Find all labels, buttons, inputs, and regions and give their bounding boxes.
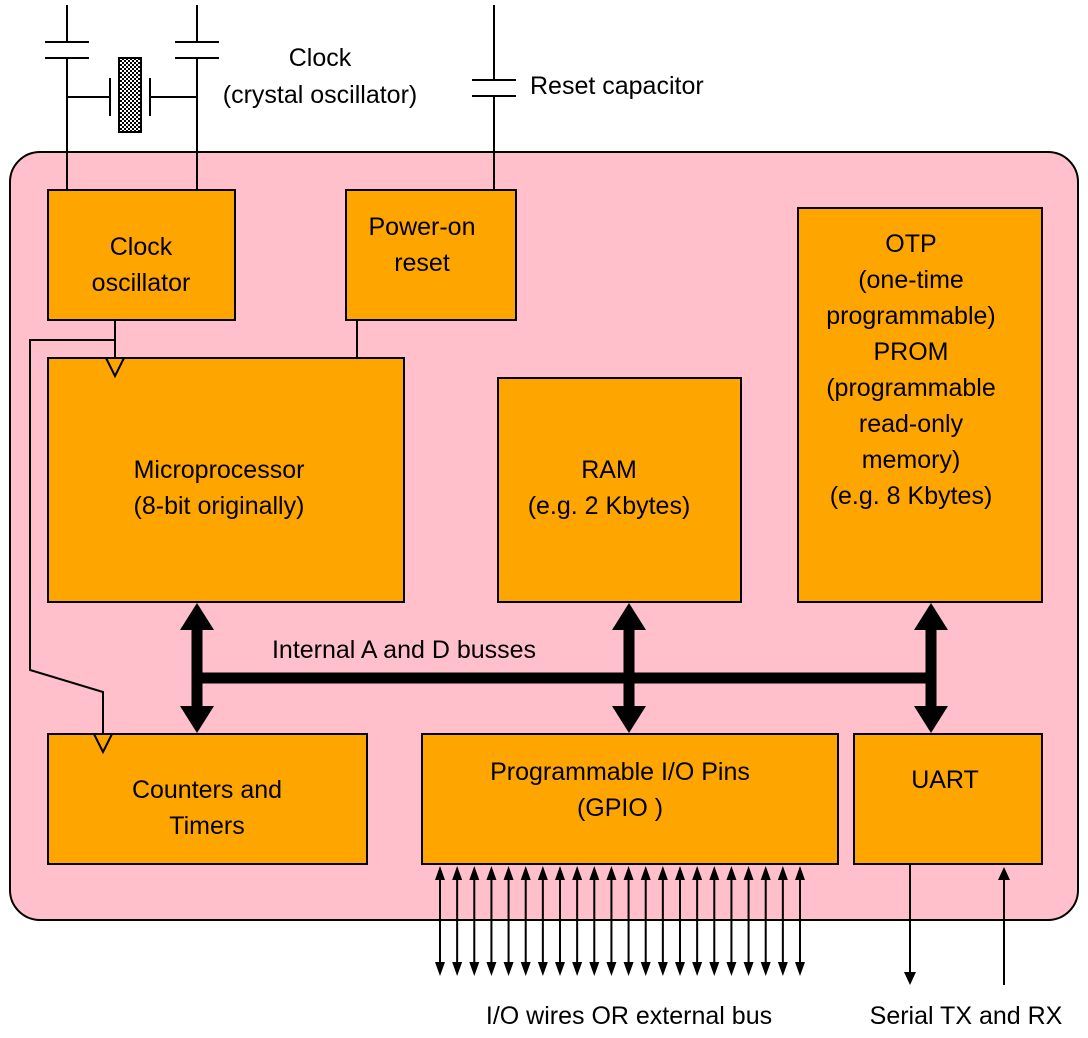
uart-block bbox=[853, 733, 1043, 865]
gpio-pin-arrow bbox=[726, 866, 737, 976]
gpio-pin-arrow bbox=[520, 866, 531, 976]
block-text-line: (8-bit originally) bbox=[134, 492, 305, 520]
serial-label: Serial TX and RX bbox=[870, 1002, 1063, 1030]
power-on-reset-block bbox=[345, 189, 517, 321]
block-text-line: Microprocessor bbox=[134, 456, 305, 484]
clock-oscillator-block bbox=[47, 189, 236, 321]
microprocessor-text: Microprocessor (8-bit originally) bbox=[134, 456, 305, 520]
ram-block bbox=[497, 377, 742, 603]
counters-timers-block bbox=[47, 733, 368, 865]
clock-oscillator-text: Clock oscillator bbox=[92, 233, 191, 297]
block-text-line: reset bbox=[394, 249, 450, 277]
gpio-pin-arrow bbox=[692, 866, 703, 976]
uart-tx-rx-lines bbox=[904, 864, 1010, 985]
block-text-line: oscillator bbox=[92, 269, 191, 297]
block-text-line: PROM bbox=[874, 338, 949, 366]
block-text-line: programmable) bbox=[826, 302, 996, 330]
gpio-pin-arrows bbox=[435, 866, 805, 976]
gpio-block bbox=[421, 733, 839, 865]
gpio-pin-arrow bbox=[675, 866, 685, 976]
block-text-line: Clock bbox=[110, 233, 173, 261]
crystal-icon bbox=[118, 57, 142, 133]
otp-prom-text: OTP (one-time programmable) PROM (programmab… bbox=[826, 230, 996, 510]
gpio-pin-arrow bbox=[623, 866, 634, 976]
internal-bus bbox=[180, 603, 948, 733]
block-text-line: (GPIO ) bbox=[577, 794, 663, 822]
gpio-pin-arrow bbox=[589, 866, 600, 976]
microprocessor-block bbox=[47, 357, 405, 603]
gpio-pin-arrow bbox=[777, 866, 788, 976]
otp-prom-block bbox=[797, 207, 1043, 603]
gpio-pin-arrow bbox=[606, 866, 617, 976]
uart-text: UART bbox=[911, 766, 979, 794]
bus-label: Internal A and D busses bbox=[272, 636, 536, 664]
block-text-line: RAM bbox=[581, 456, 637, 484]
block-text-line: (programmable bbox=[826, 374, 996, 402]
gpio-pin-arrow bbox=[503, 866, 514, 976]
block-text-line: OTP bbox=[885, 230, 936, 258]
gpio-pin-arrow bbox=[537, 866, 548, 976]
gpio-pin-arrow bbox=[452, 866, 463, 976]
gpio-pin-arrow bbox=[435, 866, 445, 976]
gpio-pin-arrow bbox=[572, 866, 583, 976]
crystal-oscillator-label: (crystal oscillator) bbox=[223, 81, 417, 109]
ram-text: RAM (e.g. 2 Kbytes) bbox=[528, 456, 691, 520]
gpio-pin-arrow bbox=[640, 866, 651, 976]
gpio-pin-arrow bbox=[795, 866, 805, 976]
gpio-pin-arrow bbox=[555, 866, 565, 976]
clock-wiring bbox=[29, 320, 358, 755]
block-text-line: Timers bbox=[169, 812, 244, 840]
gpio-pin-arrow bbox=[760, 866, 771, 976]
power-on-reset-text: Power-on reset bbox=[369, 213, 476, 277]
gpio-pin-arrow bbox=[657, 866, 668, 976]
block-text-line: (e.g. 2 Kbytes) bbox=[528, 492, 691, 520]
reset-capacitor-label: Reset capacitor bbox=[530, 72, 704, 100]
clock-label: Clock bbox=[289, 44, 352, 72]
gpio-pin-arrow bbox=[469, 866, 480, 976]
gpio-pin-arrow bbox=[709, 866, 720, 976]
gpio-text: Programmable I/O Pins (GPIO ) bbox=[490, 758, 750, 822]
gpio-pin-arrow bbox=[743, 866, 754, 976]
block-text-line: (e.g. 8 Kbytes) bbox=[830, 482, 993, 510]
block-text-line: Power-on bbox=[369, 213, 476, 241]
block-text-line: UART bbox=[911, 766, 979, 794]
io-wires-label: I/O wires OR external bus bbox=[486, 1002, 772, 1030]
block-text-line: read-only bbox=[859, 410, 964, 438]
block-text-line: Programmable I/O Pins bbox=[490, 758, 750, 786]
block-text-line: memory) bbox=[862, 446, 961, 474]
block-text-line: (one-time bbox=[858, 266, 964, 294]
block-text-line: Counters and bbox=[132, 776, 282, 804]
gpio-pin-arrow bbox=[486, 866, 497, 976]
reset-capacitor-circuit bbox=[472, 5, 516, 190]
crystal-oscillator-circuit bbox=[45, 5, 219, 190]
